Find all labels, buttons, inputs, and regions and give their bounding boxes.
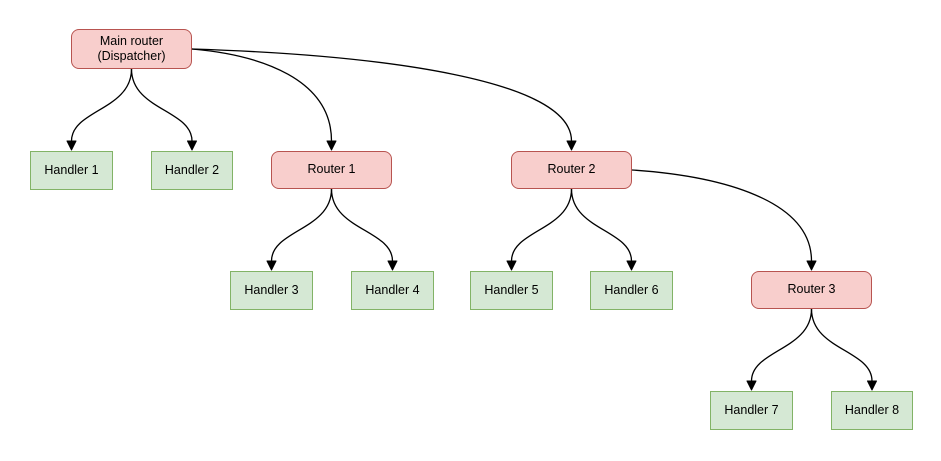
edge-main-h1 — [70, 68, 133, 142]
node-h5: Handler 5 — [470, 271, 553, 310]
edge-r2-h5 — [510, 188, 573, 262]
arrowhead-icon — [387, 260, 398, 271]
arrowhead-icon — [66, 140, 77, 151]
node-label: Handler 3 — [244, 282, 299, 297]
node-label: Router 2 — [547, 162, 596, 177]
node-r3: Router 3 — [751, 271, 872, 309]
node-h6: Handler 6 — [590, 271, 673, 310]
arrowhead-icon — [326, 140, 337, 151]
edge-r2-r3 — [631, 169, 813, 262]
node-label: Handler 4 — [365, 282, 420, 297]
edge-main-h2 — [130, 68, 193, 142]
arrowhead-icon — [187, 140, 197, 151]
edge-r3-h8 — [810, 308, 873, 382]
node-h7: Handler 7 — [710, 391, 793, 430]
node-r1: Router 1 — [271, 151, 392, 189]
node-h2: Handler 2 — [151, 151, 233, 190]
edge-main-r2 — [191, 48, 573, 142]
arrowhead-icon — [566, 140, 577, 151]
edge-r1-h4 — [330, 188, 394, 262]
node-h1: Handler 1 — [30, 151, 113, 190]
node-label: Main router — [99, 33, 164, 48]
edge-r1-h3 — [270, 188, 333, 262]
node-h3: Handler 3 — [230, 271, 313, 310]
arrowhead-icon — [266, 260, 277, 271]
node-label: (Dispatcher) — [97, 49, 166, 63]
arrowhead-icon — [506, 260, 517, 271]
edge-r3-h7 — [750, 308, 813, 382]
arrowhead-icon — [746, 380, 757, 391]
node-label: Handler 2 — [164, 162, 220, 177]
node-label: Handler 1 — [44, 162, 99, 177]
node-h4: Handler 4 — [351, 271, 434, 310]
edge-main-r1 — [191, 48, 333, 142]
edge-r2-h6 — [570, 188, 633, 262]
node-h8: Handler 8 — [831, 391, 913, 430]
arrowhead-icon — [626, 260, 637, 271]
node-label: Handler 6 — [604, 282, 659, 297]
node-label: Handler 8 — [844, 402, 900, 417]
node-r2: Router 2 — [511, 151, 632, 189]
node-main: Main router(Dispatcher) — [71, 29, 192, 69]
arrowhead-icon — [806, 260, 817, 271]
arrowhead-icon — [867, 380, 877, 391]
node-label: Router 1 — [307, 162, 356, 177]
node-label: Router 3 — [787, 282, 836, 297]
node-label: Handler 5 — [484, 282, 539, 297]
node-label: Handler 7 — [724, 402, 779, 417]
